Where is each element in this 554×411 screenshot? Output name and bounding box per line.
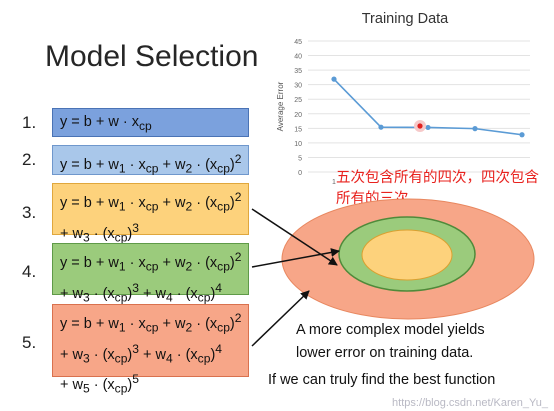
x-tick-label: 1: [332, 179, 336, 186]
model-equation-box: y = b + w1 · xcp + w2 · (xcp)2: [52, 145, 249, 176]
arrow-model3: [251, 208, 338, 266]
equation-line: + w3 · (xcp)3 + w4 · (xcp)4: [60, 341, 222, 366]
model-equation-box: y = b + w1 · xcp + w2 · (xcp)2 + w3 · (xc…: [52, 243, 249, 304]
venn-inner-ellipse: [361, 229, 453, 281]
model-number: 3.: [22, 203, 37, 222]
cursor-dot: [417, 123, 423, 129]
y-tick-label: 40: [294, 54, 302, 61]
y-tick-label: 15: [294, 126, 302, 133]
equation-line: y = b + w · xcp: [60, 114, 152, 133]
arrow-model5: [251, 290, 310, 347]
equation-line: + w3 · (xcp)3: [60, 220, 139, 245]
caption-line-2: lower error on training data.: [296, 345, 474, 361]
y-tick-label: 25: [294, 97, 302, 104]
model-equation-box: y = b + w1 · xcp + w2 · (xcp)2 + w3 · (xc…: [52, 183, 249, 244]
y-tick-label: 20: [294, 112, 302, 119]
y-axis-label: Average Error: [276, 81, 285, 131]
model-number: 5.: [22, 333, 37, 352]
model-equation-box: y = b + w · xcp: [52, 108, 249, 137]
data-point: [378, 124, 384, 130]
model-number: 1.: [22, 113, 37, 132]
model-equation-box: y = b + w1 · xcp + w2 · (xcp)2 + w3 · (xc…: [52, 304, 249, 396]
caption-line-3: If we can truly find the best function: [268, 372, 496, 388]
equation-line: + w5 · (xcp)5: [60, 372, 139, 397]
equation-line: + w3 · (xcp)3 + w4 · (xcp)4: [60, 280, 222, 305]
slide-title: Model Selection: [45, 40, 259, 73]
chart-title: Training Data: [361, 11, 449, 27]
watermark: https://blog.csdn.net/Karen_Yu_: [392, 397, 548, 409]
equation-line: y = b + w1 · xcp + w2 · (xcp)2: [60, 250, 242, 274]
arrow-model4: [251, 248, 340, 268]
y-tick-label: 0: [298, 170, 302, 177]
data-point: [425, 124, 431, 131]
y-tick-label: 30: [294, 83, 302, 90]
y-tick-label: 10: [294, 141, 302, 148]
model-number: 4.: [22, 262, 37, 281]
caption-line-1: A more complex model yields: [296, 322, 485, 338]
y-tick-label: 45: [294, 39, 302, 46]
y-tick-label: 5: [298, 155, 302, 162]
data-point: [472, 126, 478, 132]
equation-line: y = b + w1 · xcp + w2 · (xcp)2: [60, 190, 242, 214]
data-point: [519, 132, 525, 138]
model-number: 2.: [22, 150, 37, 169]
data-point: [331, 76, 337, 82]
y-tick-label: 35: [294, 68, 302, 75]
equation-line: y = b + w1 · xcp + w2 · (xcp)2: [60, 152, 242, 176]
equation-line: y = b + w1 · xcp + w2 · (xcp)2: [60, 311, 242, 335]
